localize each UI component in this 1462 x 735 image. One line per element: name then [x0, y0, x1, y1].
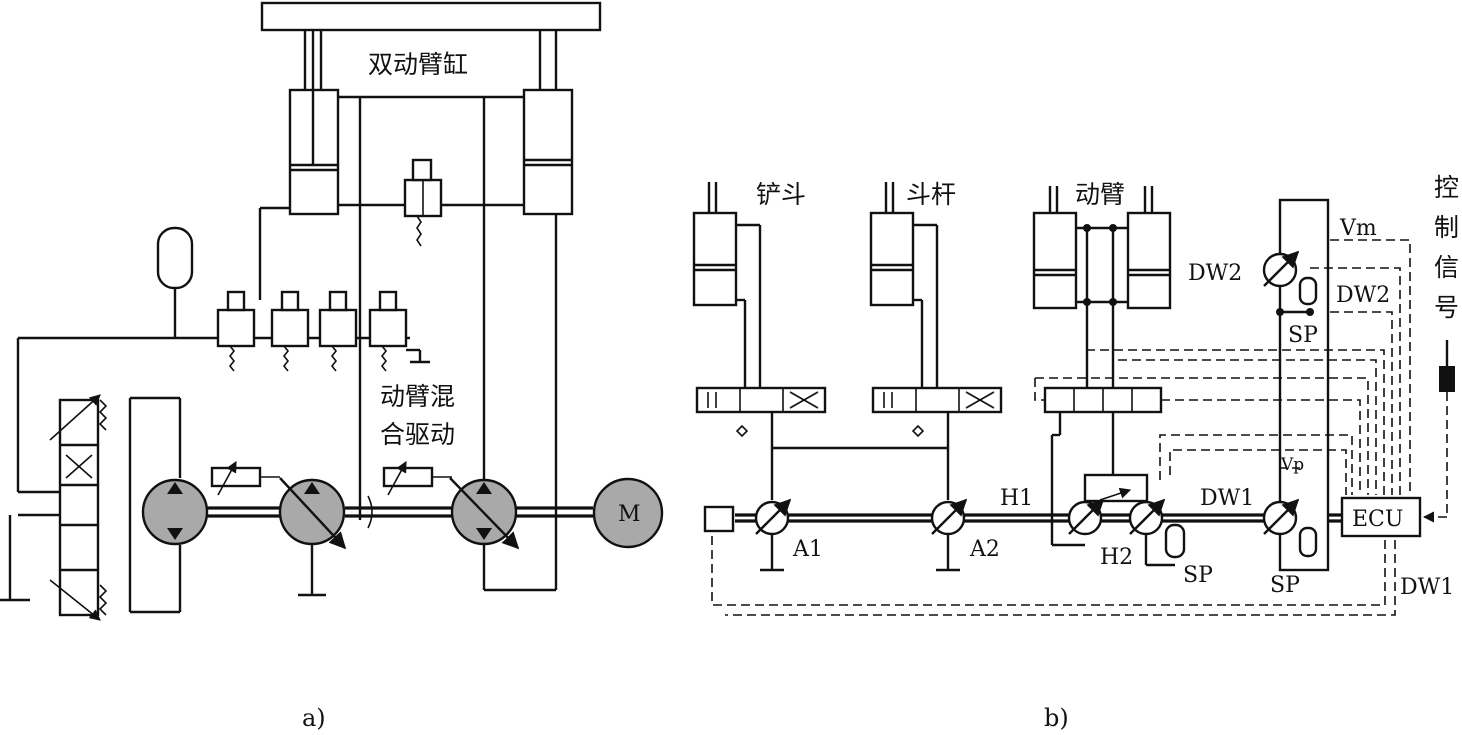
- ecu-label: ECU: [1352, 507, 1403, 532]
- caption-a: a): [302, 704, 326, 732]
- control-signal-3: 信: [1434, 253, 1459, 282]
- top-solenoid-valve: [403, 158, 443, 247]
- right-boom-cylinder: [522, 88, 574, 216]
- engine-box: [703, 505, 735, 533]
- regulator-1: [210, 466, 262, 488]
- regulator-2: [382, 466, 434, 488]
- sp-label-3: SP: [1270, 573, 1300, 598]
- cylinder-title: 双动臂缸: [368, 50, 468, 79]
- boom-beam: [260, 1, 602, 32]
- control-signal-2: 制: [1434, 213, 1459, 242]
- boom-cylinders: [1032, 186, 1172, 388]
- control-signal-1: 控: [1434, 173, 1459, 202]
- dw1-right-label: DW1: [1400, 575, 1454, 600]
- diagram-b: 铲斗 斗杆: [692, 173, 1459, 732]
- diagram-a: 双动臂缸: [0, 1, 664, 732]
- pump-a2: [930, 498, 968, 572]
- stick-cylinder: [869, 182, 939, 388]
- left-boom-cylinder: [288, 30, 340, 216]
- pump-h1: [1067, 473, 1149, 536]
- pump-a1-label: A1: [792, 537, 823, 562]
- bucket-label: 铲斗: [756, 180, 806, 209]
- bucket-valve: [695, 386, 827, 414]
- pump-h2: [1128, 498, 1186, 567]
- bucket-cylinder: [692, 182, 762, 388]
- boom-valve: [1043, 386, 1163, 414]
- joystick-icon: [1439, 340, 1455, 392]
- pump-1: [141, 478, 209, 546]
- boom-label: 动臂: [1075, 180, 1125, 209]
- h1-label: H1: [1000, 486, 1033, 511]
- control-signal-4: 号: [1434, 293, 1459, 322]
- dw2-right-label: DW2: [1336, 283, 1390, 308]
- stick-valve: [871, 386, 1003, 414]
- sp-label-1: SP: [1183, 563, 1213, 588]
- motor: [592, 477, 664, 549]
- pump-dw1: [1262, 498, 1318, 558]
- stick-label: 斗杆: [906, 180, 956, 209]
- directional-valve-a: [49, 394, 108, 621]
- control-lines: [711, 239, 1411, 616]
- h2-label: H2: [1100, 545, 1133, 570]
- dw1-label: DW1: [1200, 486, 1254, 511]
- vm-label: Vm: [1339, 216, 1377, 241]
- pump-a1: [754, 498, 792, 572]
- valve-bank: [216, 290, 430, 372]
- motor-label: M: [618, 502, 641, 527]
- ecu-box: [1340, 496, 1422, 538]
- caption-b: b): [1044, 704, 1069, 732]
- accumulator-a: [156, 226, 194, 338]
- pump-dw2: [1262, 250, 1318, 316]
- hybrid-label-2: 合驱动: [380, 420, 455, 449]
- sp-label-2: SP: [1288, 323, 1318, 348]
- pump-a2-label: A2: [969, 537, 1000, 562]
- vp-label: Vp: [1280, 455, 1304, 475]
- dw2-label: DW2: [1188, 261, 1242, 286]
- hybrid-label-1: 动臂混: [380, 382, 455, 411]
